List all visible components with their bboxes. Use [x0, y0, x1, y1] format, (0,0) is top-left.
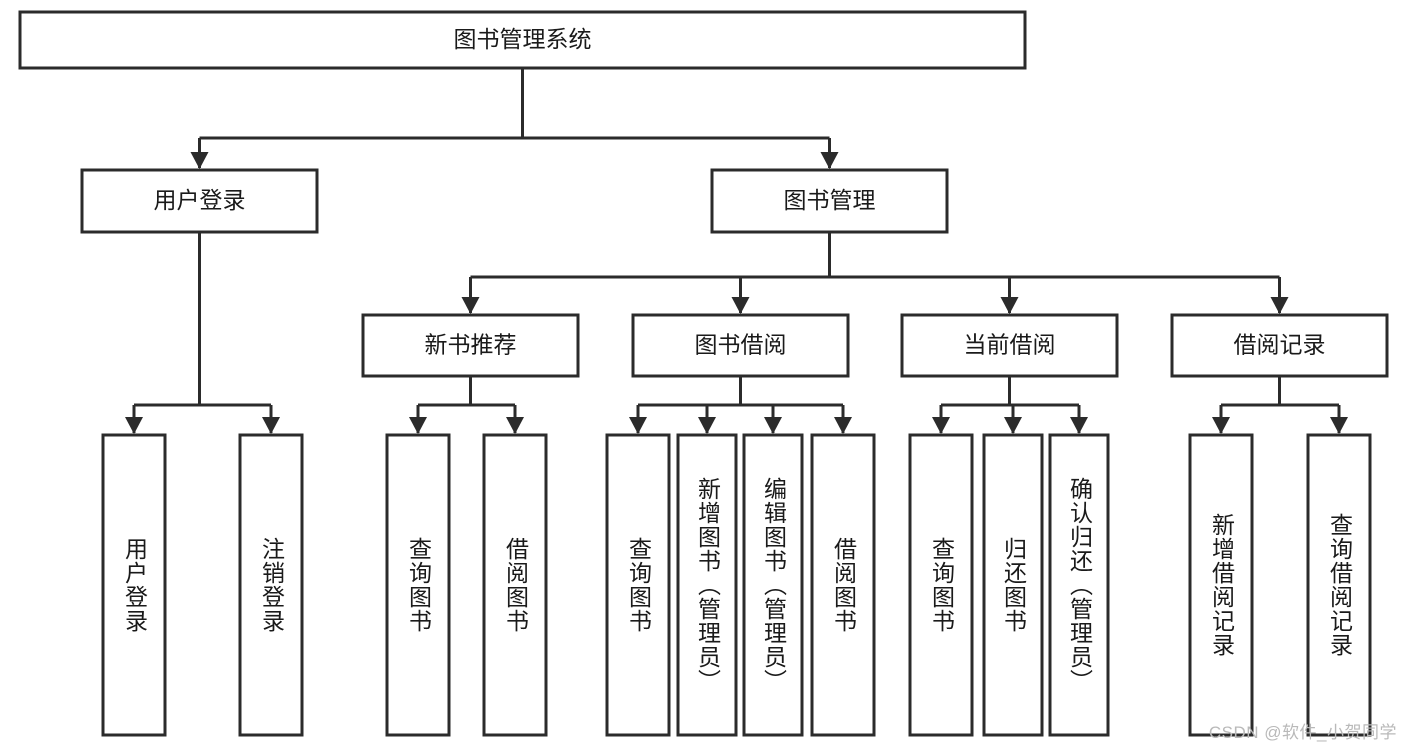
- node-leaf-box-12[interactable]: [1306, 433, 1372, 737]
- node-level3-box-0[interactable]: [361, 313, 580, 378]
- connectors-layer: [125, 68, 1348, 434]
- node-level3-label-3: 借阅记录: [1234, 332, 1326, 358]
- csdn-watermark: CSDN @软件_小贺同学: [1208, 723, 1397, 742]
- arrow-head-icon: [932, 417, 950, 434]
- arrow-head-icon: [698, 417, 716, 434]
- node-level3-label-2: 当前借阅: [964, 332, 1056, 358]
- node-leaf-box-11[interactable]: [1188, 433, 1254, 737]
- node-leaf-box-3[interactable]: [482, 433, 548, 737]
- node-level3-label-1: 图书借阅: [695, 332, 787, 358]
- arrow-head-icon: [731, 297, 750, 314]
- arrow-head-icon: [1070, 417, 1088, 434]
- arrow-head-icon: [834, 417, 852, 434]
- node-leaf-box-8[interactable]: [908, 433, 974, 737]
- node-leaf-box-0[interactable]: [101, 433, 167, 737]
- node-level2-box-0[interactable]: [80, 168, 319, 234]
- node-level3-box-3[interactable]: [1170, 313, 1389, 378]
- node-leaf-box-10[interactable]: [1048, 433, 1110, 737]
- node-leaf-box-6[interactable]: [742, 433, 804, 737]
- arrow-head-icon: [1330, 417, 1348, 434]
- node-level2-label-1: 图书管理: [784, 187, 876, 213]
- node-root-box[interactable]: [18, 10, 1027, 70]
- arrow-head-icon: [190, 152, 209, 169]
- arrow-head-icon: [409, 417, 427, 434]
- node-root-label: 图书管理系统: [454, 26, 592, 52]
- node-leaf-box-4[interactable]: [605, 433, 671, 737]
- arrow-head-icon: [125, 417, 143, 434]
- node-level2-box-1[interactable]: [710, 168, 949, 234]
- node-level2-label-0: 用户登录: [154, 187, 246, 213]
- arrow-head-icon: [1000, 297, 1019, 314]
- arrow-head-icon: [1212, 417, 1230, 434]
- node-leaf-box-5[interactable]: [676, 433, 738, 737]
- node-leaf-box-2[interactable]: [385, 433, 451, 737]
- boxes-layer: [18, 10, 1389, 737]
- arrow-head-icon: [1004, 417, 1022, 434]
- node-level3-box-2[interactable]: [900, 313, 1119, 378]
- node-level3-label-0: 新书推荐: [425, 332, 517, 358]
- arrow-head-icon: [820, 152, 839, 169]
- node-leaf-box-9[interactable]: [982, 433, 1044, 737]
- node-leaf-box-1[interactable]: [238, 433, 304, 737]
- arrow-head-icon: [1270, 297, 1289, 314]
- arrow-head-icon: [461, 297, 480, 314]
- arrow-head-icon: [506, 417, 524, 434]
- arrow-head-icon: [764, 417, 782, 434]
- arrow-head-icon: [629, 417, 647, 434]
- node-level3-box-1[interactable]: [631, 313, 850, 378]
- arrow-head-icon: [262, 417, 280, 434]
- node-leaf-box-7[interactable]: [810, 433, 876, 737]
